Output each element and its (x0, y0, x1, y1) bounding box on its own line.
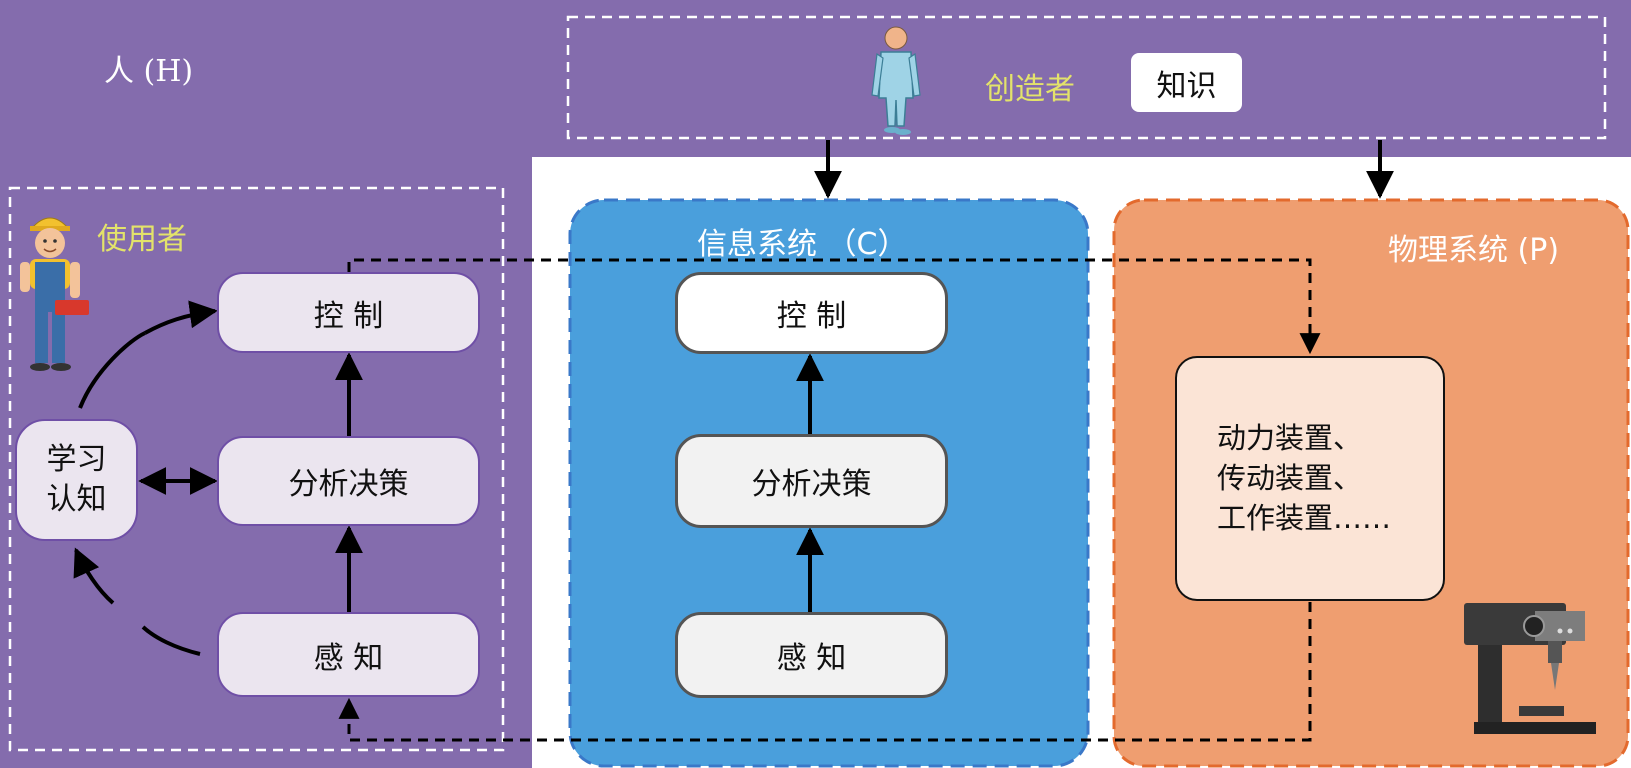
info-perception-box: 感 知 (675, 612, 948, 698)
creator-label: 创造者 (985, 72, 1075, 107)
user-perception-box: 感 知 (217, 612, 480, 697)
knowledge-label: 知识 (1156, 68, 1217, 104)
arrow-perception-to-learning-b (73, 547, 115, 605)
dashed-control-to-physical (347, 258, 1321, 355)
devices-box: 动力装置、 传动装置、 工作装置…… (1175, 356, 1445, 601)
info-analysis-label: 分析决策 (751, 467, 872, 502)
info-control-label: 控 制 (776, 299, 847, 334)
user-frame (8, 186, 505, 752)
info-system-title: 信息系统 （C） (697, 227, 908, 262)
worker-icon (20, 217, 89, 371)
info-control-box: 控 制 (675, 272, 948, 354)
dashed-physical-to-perception (338, 602, 1312, 742)
info-analysis-box: 分析决策 (675, 434, 948, 528)
arrow-perception-to-learning-a (141, 625, 201, 656)
user-label: 使用者 (97, 222, 187, 257)
arrow-learning-to-control (78, 331, 146, 409)
physical-system-title: 物理系统 (P) (1388, 233, 1560, 268)
user-analysis-label: 分析决策 (288, 467, 409, 502)
arrow-learning-to-control-head (144, 300, 218, 335)
person-icon (871, 26, 921, 135)
drill-press-icon (1464, 603, 1596, 734)
learning-label: 学习 认知 (46, 442, 107, 517)
device-item: 工作装置…… (1217, 501, 1392, 535)
device-item: 动力装置、 (1217, 421, 1363, 455)
creator-frame (566, 15, 1607, 140)
user-control-label: 控 制 (313, 298, 384, 334)
user-analysis-box: 分析决策 (217, 436, 480, 526)
knowledge-box: 知识 (1131, 53, 1242, 112)
user-control-box: 控 制 (217, 272, 480, 353)
device-item: 传动装置、 (1217, 461, 1363, 495)
learning-box: 学习 认知 (15, 419, 138, 541)
human-title: 人 (H) (104, 54, 194, 89)
user-perception-label: 感 知 (313, 640, 384, 676)
info-perception-label: 感 知 (776, 641, 847, 676)
